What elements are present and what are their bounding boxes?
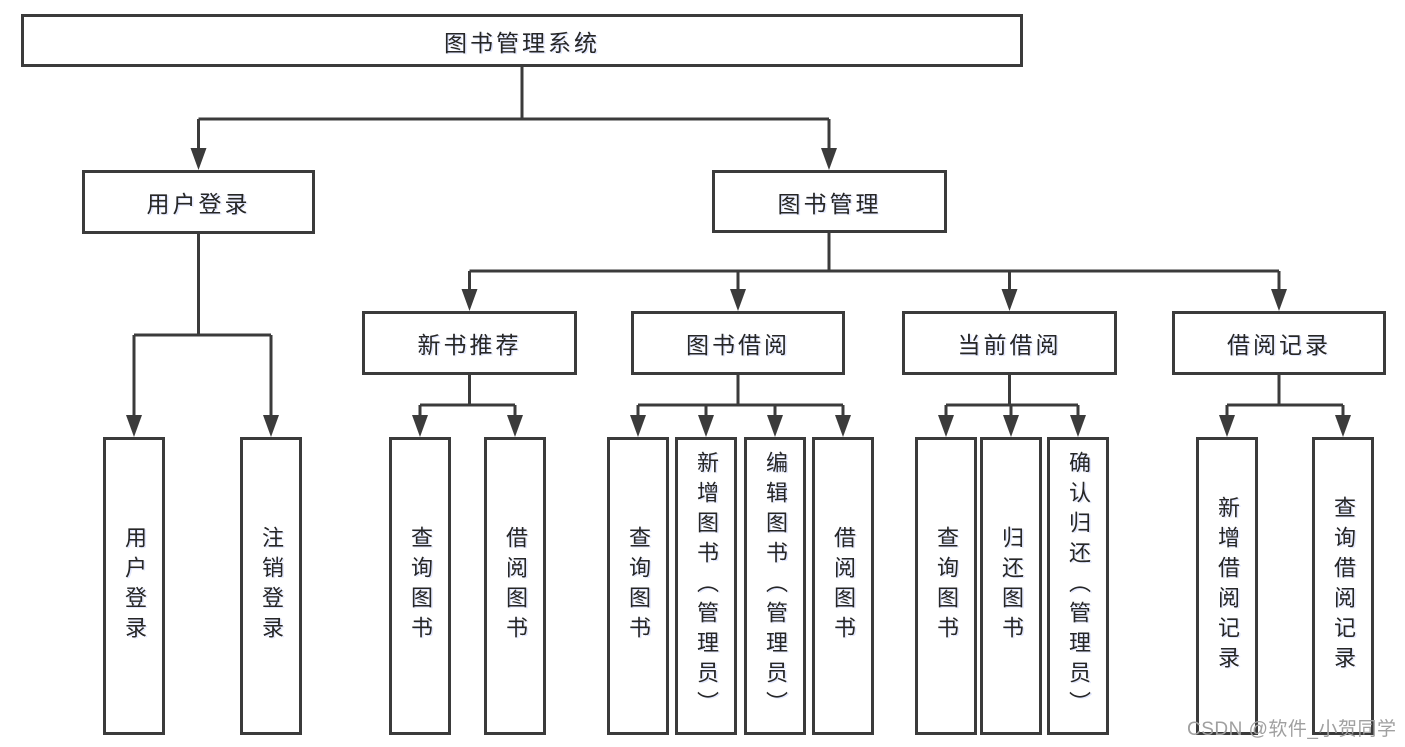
leaf-query-books-recommend: 查询图书 (389, 437, 451, 735)
leaf-borrow-books-recommend: 借阅图书 (484, 437, 546, 735)
watermark-text: CSDN @软件_小贺同学 (1187, 719, 1397, 740)
leaf-user-login: 用户登录 (103, 437, 165, 735)
leaf-query-books-current: 查询图书 (915, 437, 977, 735)
leaf-edit-book-admin: 编辑图书（管理员） (744, 437, 806, 735)
node-book-management: 图书管理 (712, 170, 947, 233)
node-new-book-recommend: 新书推荐 (362, 311, 577, 375)
node-root: 图书管理系统 (21, 14, 1023, 67)
leaf-add-borrow-record: 新增借阅记录 (1196, 437, 1258, 735)
leaf-logout: 注销登录 (240, 437, 302, 735)
leaf-query-borrow-record: 查询借阅记录 (1312, 437, 1374, 735)
node-current-borrowing: 当前借阅 (902, 311, 1117, 375)
node-user-login: 用户登录 (82, 170, 315, 234)
leaf-borrow-books: 借阅图书 (812, 437, 874, 735)
leaf-query-books-borrowing: 查询图书 (607, 437, 669, 735)
node-borrow-records: 借阅记录 (1172, 311, 1386, 375)
leaf-confirm-return-admin: 确认归还（管理员） (1047, 437, 1109, 735)
leaf-return-book: 归还图书 (980, 437, 1042, 735)
node-book-borrowing: 图书借阅 (631, 311, 845, 375)
leaf-add-book-admin: 新增图书（管理员） (675, 437, 737, 735)
